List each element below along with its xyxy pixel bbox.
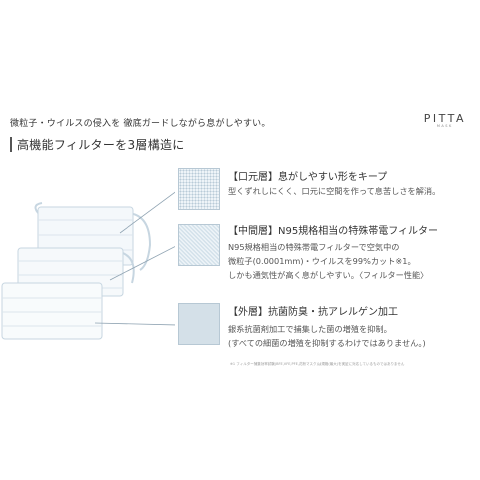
inner-layer-title: 【口元層】息がしやすい形をキープ <box>228 172 388 183</box>
mask-front <box>1 282 103 340</box>
footnote: ※1 フィルター捕集効率試験(BFE,VFE,PFE,花粉マスク)は規格(最大)… <box>230 362 405 366</box>
brand-logo: PITTA MASK <box>424 112 466 128</box>
middle-layer-title: 【中間層】N95規格相当の特殊帯電フィルター <box>228 226 439 237</box>
leader-lines <box>94 191 175 326</box>
middle-layer-desc-1: N95規格相当の特殊帯電フィルターで空気中の <box>228 242 400 252</box>
brand-name: PITTA <box>423 112 466 125</box>
outer-layer-desc-1: 銀系抗菌剤加工で捕集した菌の増殖を抑制。 <box>228 324 392 334</box>
tagline: 微粒子・ウイルスの侵入を 徹底ガードしながら息がしやすい。 <box>10 119 271 129</box>
inner-layer-desc: 型くずれしにくく、口元に空間を作って息苦しさを解消。 <box>228 186 441 196</box>
section-heading: 高機能フィルターを3層構造に <box>17 138 185 152</box>
outer-layer-desc-2: (すべての細菌の増殖を抑制するわけではありません。) <box>228 338 426 348</box>
brand-sub: MASK <box>436 124 453 128</box>
outer-layer-swatch <box>178 303 220 345</box>
middle-layer-desc-2: 微粒子(0.0001mm)・ウイルスを99%カット※1。 <box>228 256 416 266</box>
mask-stack-illustration <box>1 191 175 340</box>
outer-layer-title: 【外層】抗菌防臭・抗アレルゲン加工 <box>228 307 398 318</box>
middle-layer-desc-3: しかも通気性が高く息がしやすい。〈フィルター性能〉 <box>228 270 429 280</box>
middle-layer-swatch <box>178 224 220 266</box>
inner-layer-swatch <box>178 168 220 210</box>
heading-accent-bar <box>10 137 12 152</box>
